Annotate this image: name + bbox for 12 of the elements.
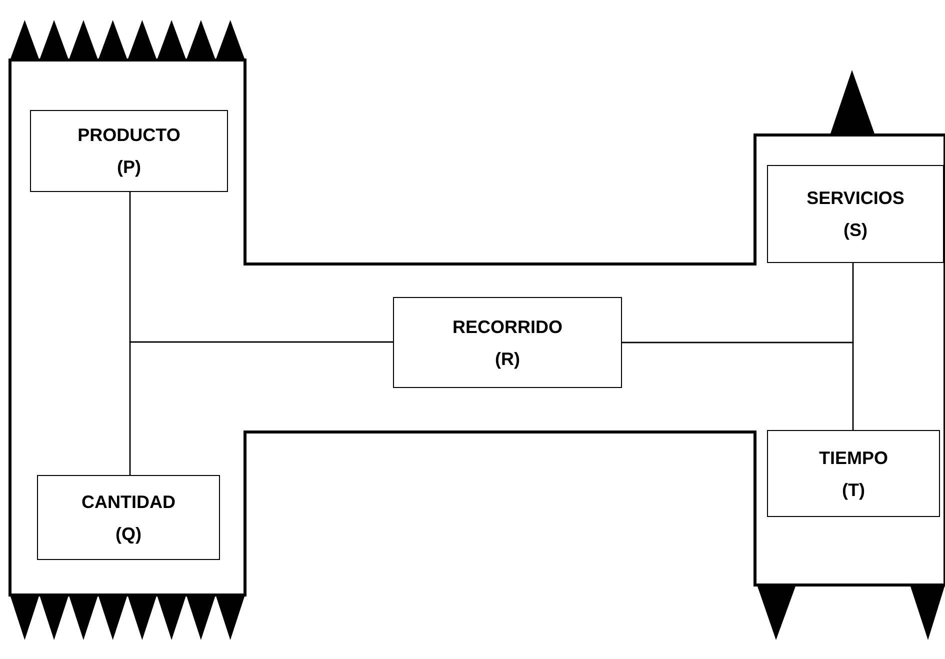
box-label: TIEMPO (T) [818, 446, 888, 502]
box-label: CANTIDAD (Q) [82, 490, 176, 546]
label-box [37, 475, 220, 560]
connector-line [129, 341, 393, 475]
label-box [393, 297, 622, 388]
label-box [767, 165, 944, 263]
box-label: PRODUCTO (P) [78, 124, 180, 179]
label-box [767, 430, 940, 517]
box-label: SERVICIOS (S) [806, 187, 904, 242]
connector-line [852, 263, 854, 430]
box-label: RECORRIDO (R) [452, 316, 562, 371]
label-box [30, 110, 228, 192]
